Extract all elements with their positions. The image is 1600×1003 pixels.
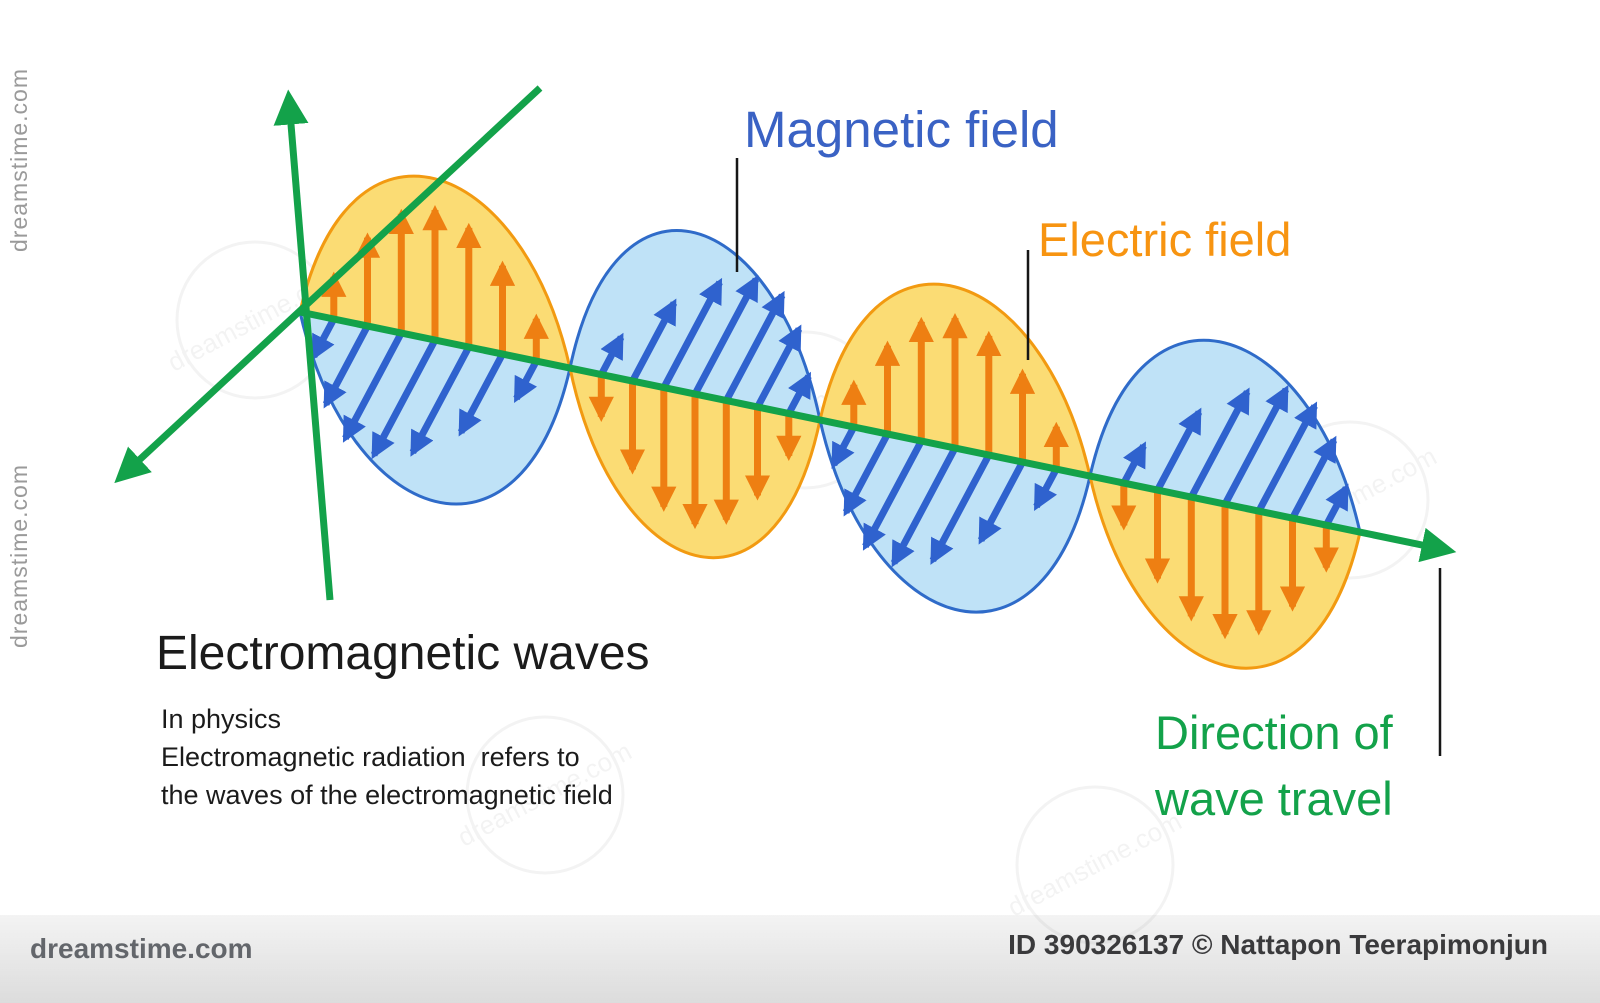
watermark-bottom-bar: dreamstime.com ID 390326137 © Nattapon T… (0, 915, 1600, 1003)
magnetic-field-arrow (370, 338, 439, 460)
magnetic-field-arrow (457, 352, 506, 437)
description-line1: In physics (161, 704, 282, 734)
direction-label-line1: Direction of (1155, 706, 1393, 759)
direction-of-wave-travel-label: Direction of wave travel (1155, 700, 1393, 832)
magnetic-field-arrow (629, 298, 678, 383)
watermark-emblem-ring (465, 715, 625, 875)
magnetic-field-arrow (691, 274, 760, 396)
magnetic-field-arrow (977, 460, 1026, 545)
magnetic-field-arrow (842, 432, 891, 517)
magnetic-field-arrow (660, 277, 723, 390)
magnetic-field-arrow (409, 345, 472, 457)
label-pointer-lines (735, 158, 1442, 756)
magnetic-field-arrow (929, 453, 992, 565)
magnetic-field-arrow (1154, 407, 1203, 492)
watermark-emblem-ring (1015, 785, 1175, 945)
propagation-axis-arrow (299, 308, 1457, 563)
description-line3: the waves of the electromagnetic field (161, 780, 613, 810)
electric-field-label: Electric field (1038, 213, 1292, 266)
magnetic-field-arrow (754, 324, 803, 409)
coordinate-axes (114, 85, 1457, 601)
magnetic-field-arrow (322, 324, 371, 409)
magnetic-field-arrow (513, 359, 540, 403)
magnetic-field-arrow (310, 317, 337, 361)
magnetic-field-arrow (723, 290, 786, 403)
description-line2: Electromagnetic radiation refers to (161, 742, 580, 772)
watermark-left-vertical-middle: dreamstime.com (6, 464, 32, 648)
magnetic-field-label: Magnetic field (744, 101, 1059, 158)
magnetic-field-arrow (1255, 401, 1318, 513)
watermark-site-text: dreamstime.com (30, 933, 253, 964)
magnetic-field-arrow (1120, 441, 1147, 485)
diagram-title: Electromagnetic waves (156, 627, 650, 680)
magnetic-field-arrow (1221, 384, 1290, 506)
direction-label-line2: wave travel (1155, 772, 1393, 825)
diagram-description: In physics Electromagnetic radiation ref… (161, 700, 613, 814)
magnetic-field-arrow (785, 371, 812, 416)
magnetic-field-arrow (830, 425, 857, 469)
magnetic-field-arrow (342, 331, 405, 443)
magnetic-field-arrow (1188, 387, 1251, 499)
magnetic-field-arrow (1323, 483, 1350, 527)
watermark-id-text: ID 390326137 © Nattapon Teerapimonjun (1008, 929, 1548, 960)
magnetic-field-arrow (890, 446, 959, 568)
magnetic-field-arrow (862, 439, 925, 551)
magnetic-field-arrow (598, 332, 625, 377)
magnetic-field-arrow (1033, 467, 1060, 511)
watermark-left-vertical-top: dreamstime.com (6, 68, 32, 252)
vertical-axis-arrow (273, 89, 334, 601)
magnetic-field-arrow (1289, 435, 1338, 520)
depth-axis-arrow (114, 85, 543, 484)
